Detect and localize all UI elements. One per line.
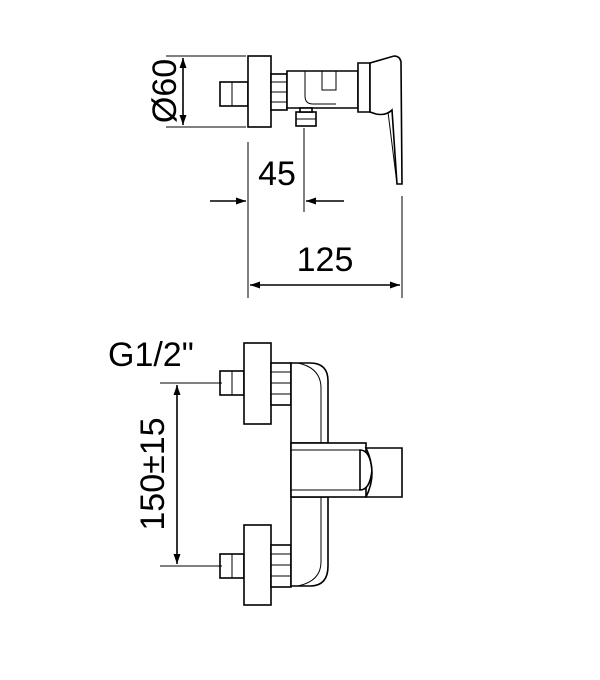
escutcheon bbox=[247, 55, 272, 128]
lower-nut bbox=[270, 544, 292, 588]
depth-label: 125 bbox=[297, 241, 354, 279]
upper-escutcheon bbox=[243, 342, 272, 425]
thread-label: G1/2" bbox=[108, 336, 194, 374]
diameter-label: Ø60 bbox=[146, 59, 184, 123]
lever-handle-front bbox=[364, 447, 403, 498]
inlet-cap bbox=[219, 81, 249, 107]
top-view: Ø60 45 125 bbox=[146, 55, 403, 298]
centers-label: 150±15 bbox=[134, 417, 172, 530]
front-view: G1/2" 150±15 bbox=[108, 336, 403, 606]
valve-housing bbox=[290, 442, 367, 498]
cartridge-collar bbox=[357, 62, 371, 113]
lever-handle bbox=[369, 55, 403, 185]
offset-label: 45 bbox=[258, 155, 296, 193]
lower-escutcheon bbox=[243, 524, 272, 606]
upper-nut bbox=[270, 362, 292, 406]
